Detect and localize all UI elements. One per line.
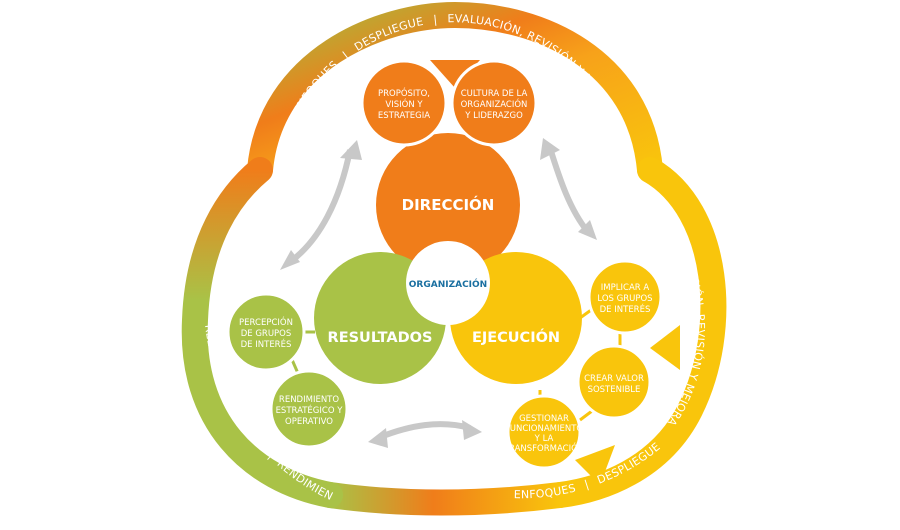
svg-text:DE INTERÉS: DE INTERÉS <box>600 303 651 315</box>
cycle-arrows <box>280 138 597 448</box>
svg-text:DE GRUPOS: DE GRUPOS <box>241 329 292 339</box>
svg-text:PROPÓSITO,: PROPÓSITO, <box>378 87 430 99</box>
svg-text:Y LA: Y LA <box>534 434 554 444</box>
svg-text:CULTURA DE LA: CULTURA DE LA <box>461 89 528 99</box>
ring-pointer-top <box>430 60 480 88</box>
svg-text:DE INTERÉS: DE INTERÉS <box>241 338 292 350</box>
criterion-implicar: IMPLICAR A LOS GRUPOS DE INTERÉS <box>587 259 663 335</box>
criterion-cultura: CULTURA DE LA ORGANIZACIÓN Y LIDERAZGO <box>450 59 538 147</box>
svg-text:IMPLICAR A: IMPLICAR A <box>601 283 650 293</box>
svg-text:RENDIMIENTO: RENDIMIENTO <box>279 395 339 405</box>
organizacion-center: ORGANIZACIÓN <box>406 241 490 325</box>
arrow-left <box>288 149 353 265</box>
svg-text:TRANSFORMACIÓN: TRANSFORMACIÓN <box>503 442 584 454</box>
svg-text:GESTIONAR: GESTIONAR <box>519 414 569 424</box>
organizacion-label: ORGANIZACIÓN <box>409 278 487 290</box>
svg-text:SOSTENIBLE: SOSTENIBLE <box>588 385 641 395</box>
ejecucion-label: EJECUCIÓN <box>472 328 560 346</box>
ring-pointer-bottom <box>575 445 615 485</box>
svg-text:VISIÓN Y: VISIÓN Y <box>385 98 423 110</box>
svg-text:PERCEPCIÓN: PERCEPCIÓN <box>239 316 293 328</box>
direccion-circle: DIRECCIÓN <box>376 133 520 277</box>
criterion-percepcion: PERCEPCIÓN DE GRUPOS DE INTERÉS <box>226 292 306 372</box>
svg-text:FUNCIONAMIENTO: FUNCIONAMIENTO <box>505 424 584 434</box>
svg-text:ESTRATÉGICO Y: ESTRATÉGICO Y <box>276 404 344 416</box>
svg-text:ESTRATEGIA: ESTRATEGIA <box>378 111 430 121</box>
arrow-bottom <box>376 421 471 441</box>
criterion-rendimiento: RENDIMIENTO ESTRATÉGICO Y OPERATIVO <box>269 369 349 449</box>
svg-text:OPERATIVO: OPERATIVO <box>285 417 333 427</box>
arrow-right <box>547 147 591 234</box>
criterion-proposito: PROPÓSITO, VISIÓN Y ESTRATEGIA <box>360 59 448 147</box>
svg-text:CREAR VALOR: CREAR VALOR <box>584 374 644 384</box>
criterion-gestionar: GESTIONAR FUNCIONAMIENTO Y LA TRANSFORMA… <box>503 394 584 470</box>
criterion-crear-valor: CREAR VALOR SOSTENIBLE <box>576 344 652 420</box>
svg-text:LOS GRUPOS: LOS GRUPOS <box>597 294 652 304</box>
direccion-label: DIRECCIÓN <box>402 195 495 214</box>
resultados-label: RESULTADOS <box>328 330 433 346</box>
outer-ring <box>181 1 727 516</box>
ring-pointer-right <box>650 325 680 370</box>
svg-text:ORGANIZACIÓN: ORGANIZACIÓN <box>461 98 528 110</box>
svg-text:Y LIDERAZGO: Y LIDERAZGO <box>464 111 523 121</box>
